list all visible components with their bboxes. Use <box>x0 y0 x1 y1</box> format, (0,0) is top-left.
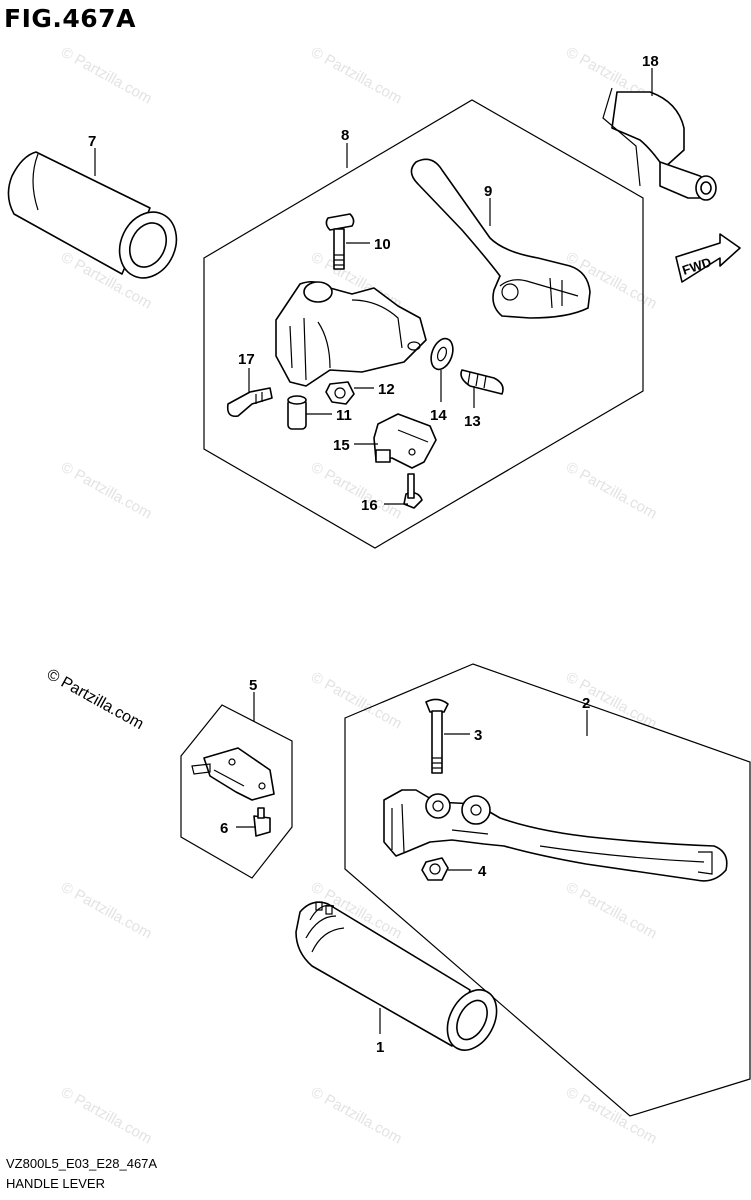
callout-10: 10 <box>374 236 391 253</box>
watermark: © Partzilla.com <box>308 669 405 733</box>
watermark: © Partzilla.com <box>58 879 155 943</box>
adjuster-part-13[interactable] <box>460 369 504 395</box>
callout-4: 4 <box>478 863 487 880</box>
assembly-frame-8 <box>203 99 644 549</box>
throttle-grip-part-1[interactable] <box>295 901 506 1059</box>
callout-labels: 7 8 9 18 10 12 11 17 14 13 15 16 5 6 3 4… <box>88 53 659 1056</box>
figure-name: HANDLE LEVER <box>6 1176 105 1191</box>
figure-model-code: VZ800L5_E03_E28_467A <box>6 1156 158 1171</box>
brake-lever-part-2[interactable] <box>383 789 728 882</box>
assembly-frame-2 <box>344 663 751 1117</box>
callout-7: 7 <box>88 133 96 150</box>
watermark: © Partzilla.com <box>563 459 660 523</box>
callout-6: 6 <box>220 820 228 837</box>
watermark: © Partzilla.com <box>58 459 155 523</box>
switch-part-5[interactable] <box>191 747 275 801</box>
bolt-part-17[interactable] <box>226 387 273 418</box>
bolt-part-10[interactable] <box>325 213 355 270</box>
washer-part-14[interactable] <box>427 336 457 373</box>
watermark: © Partzilla.com <box>563 1084 660 1148</box>
callout-5: 5 <box>249 677 257 694</box>
switch-part-15[interactable] <box>373 413 437 469</box>
screw-part-6[interactable] <box>253 807 271 837</box>
callout-15: 15 <box>333 437 350 454</box>
watermark: © Partzilla.com <box>58 44 155 108</box>
leader-lines <box>94 68 653 1034</box>
watermark: © Partzilla.com <box>308 459 405 523</box>
callout-14: 14 <box>430 407 447 424</box>
nut-part-12[interactable] <box>325 381 355 405</box>
watermark: © Partzilla.com <box>308 1084 405 1148</box>
clutch-lever-part-9[interactable] <box>410 158 591 319</box>
callout-13: 13 <box>464 413 481 430</box>
grip-part-7[interactable] <box>7 151 186 287</box>
callout-3: 3 <box>474 727 482 744</box>
watermark: © Partzilla.com <box>308 44 405 108</box>
callout-17: 17 <box>238 351 255 368</box>
callout-1: 1 <box>376 1039 384 1056</box>
callout-9: 9 <box>484 183 492 200</box>
watermark: © Partzilla.com <box>58 1084 155 1148</box>
pivot-bolt-part-3[interactable] <box>425 698 449 774</box>
forward-direction-arrow: FWD <box>675 233 741 283</box>
callout-11: 11 <box>336 407 352 424</box>
callout-8: 8 <box>341 127 349 144</box>
watermark: © Partzilla.com <box>563 879 660 943</box>
callout-2: 2 <box>582 695 590 712</box>
screw-part-16[interactable] <box>403 473 423 509</box>
cable-cover-part-18[interactable] <box>602 87 717 201</box>
assembly-frame-5 <box>180 704 293 879</box>
callout-16: 16 <box>361 497 378 514</box>
callout-12: 12 <box>378 381 395 398</box>
callout-18: 18 <box>642 53 659 70</box>
figure-title: FIG.467A <box>4 4 136 33</box>
nut-part-4[interactable] <box>421 857 449 881</box>
collar-part-11[interactable] <box>287 395 307 430</box>
lever-bracket-part-8[interactable] <box>275 280 427 387</box>
